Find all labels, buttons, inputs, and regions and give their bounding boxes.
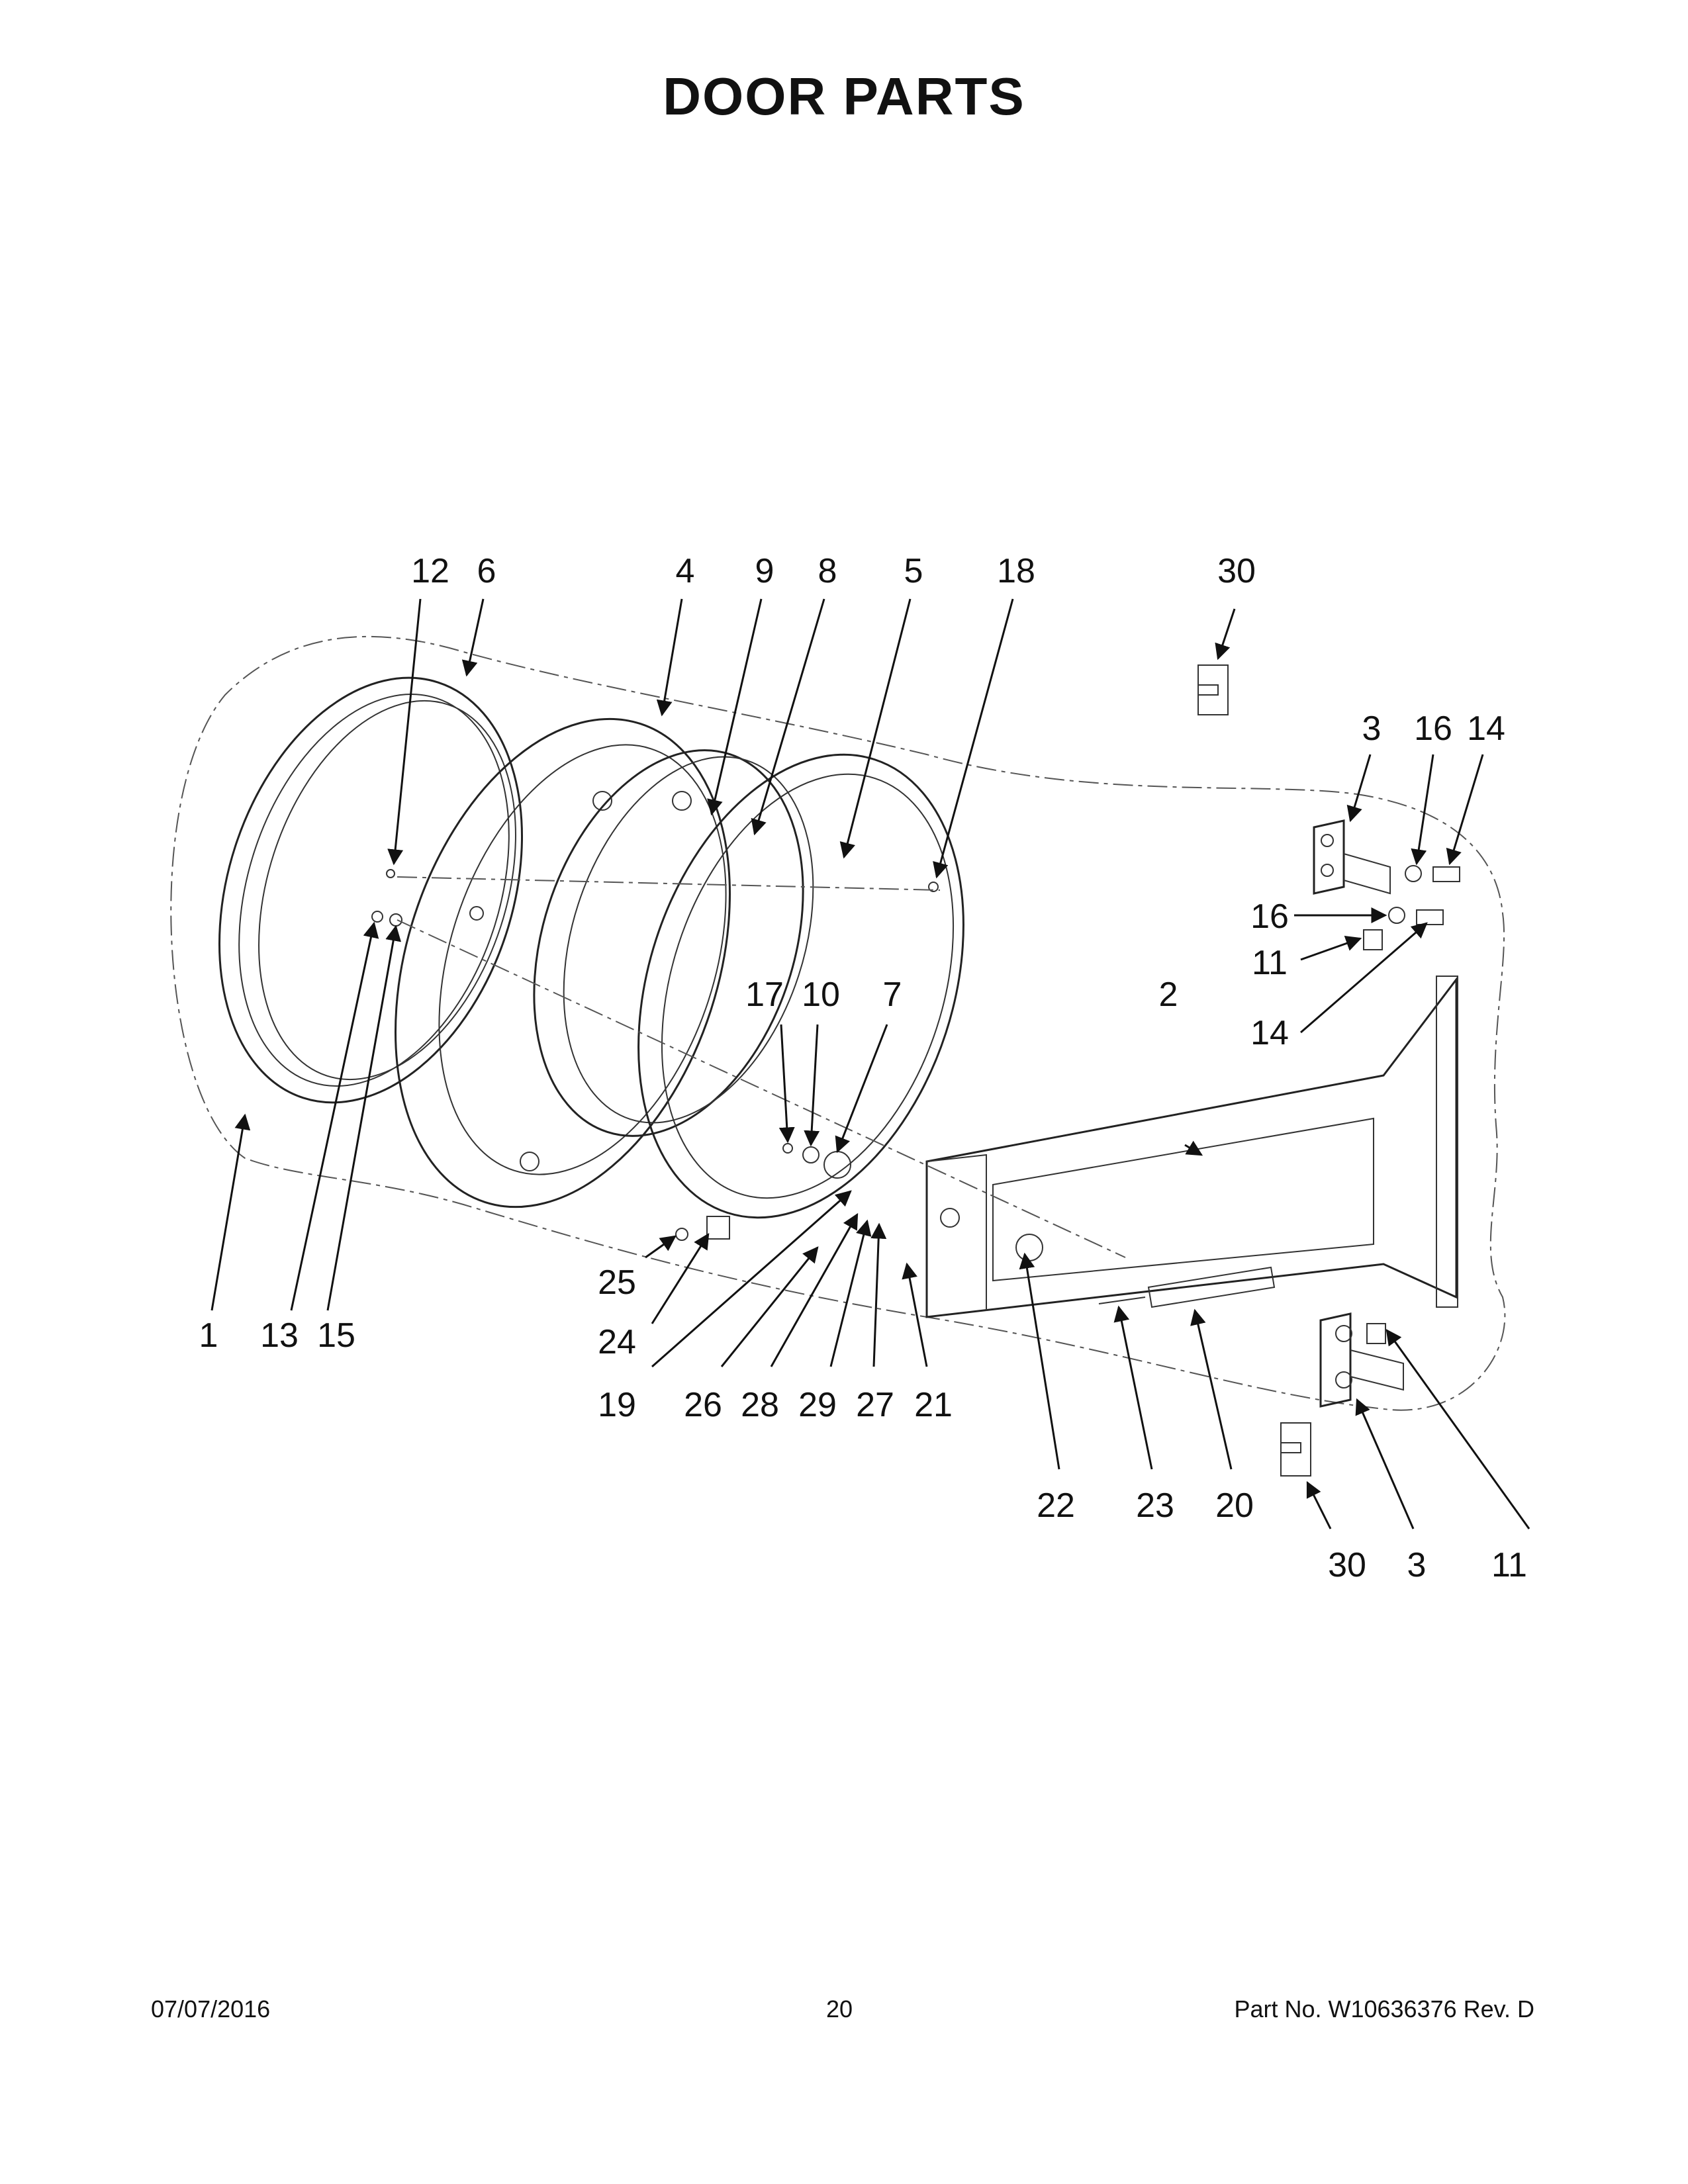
- part-23-strip: [1098, 1297, 1146, 1304]
- callout-14-lower: 14: [1250, 1014, 1289, 1052]
- part-30-clip-upper: [1197, 664, 1229, 715]
- part-7-cap: [823, 1151, 851, 1179]
- part-4-outer-ring: [395, 717, 731, 1208]
- part-22-plug: [1015, 1234, 1043, 1261]
- part-20-handle: [1147, 1266, 1276, 1308]
- part-17-screw: [782, 1143, 793, 1154]
- part-14-bolt-upper: [1432, 866, 1460, 882]
- part-5-trim-ring: [637, 753, 964, 1219]
- callout-13: 13: [260, 1316, 299, 1355]
- callout-30-upper: 30: [1217, 552, 1256, 590]
- footer-page-number: 20: [826, 1995, 853, 2023]
- part-3-hinge-lower: [1319, 1312, 1404, 1408]
- part-6-gasket: [218, 676, 523, 1104]
- callout-14-upper: 14: [1467, 709, 1505, 748]
- callout-22: 22: [1037, 1486, 1075, 1525]
- callout-17: 17: [745, 976, 784, 1014]
- callout-8: 8: [818, 552, 837, 590]
- part-15-washer: [389, 913, 402, 927]
- part-24-knob: [706, 1216, 730, 1240]
- callout-11-lower: 11: [1491, 1546, 1527, 1584]
- callout-20: 20: [1215, 1486, 1254, 1525]
- footer-part-number: Part No. W10636376 Rev. D: [1234, 1995, 1534, 2023]
- callout-16-lower: 16: [1250, 897, 1289, 936]
- part-8-inner-bowl: [533, 749, 814, 1137]
- callout-26: 26: [684, 1386, 722, 1424]
- callout-3-lower: 3: [1407, 1546, 1427, 1584]
- callout-10: 10: [802, 976, 840, 1014]
- callout-5: 5: [904, 552, 923, 590]
- part-16-washer-upper: [1405, 865, 1422, 882]
- callout-11-upper: 11: [1252, 944, 1288, 982]
- callout-28: 28: [741, 1386, 779, 1424]
- callout-21: 21: [914, 1386, 953, 1424]
- callout-6: 6: [477, 552, 496, 590]
- part-18-screw: [928, 882, 939, 892]
- callout-29: 29: [798, 1386, 837, 1424]
- callout-16-upper: 16: [1414, 709, 1452, 748]
- part-25-ring: [675, 1228, 688, 1241]
- callout-18: 18: [997, 552, 1035, 590]
- callout-9: 9: [755, 552, 774, 590]
- callout-12: 12: [411, 552, 449, 590]
- callout-23: 23: [1136, 1486, 1174, 1525]
- part-13-screw: [371, 911, 383, 923]
- part-3-hinge-upper: [1313, 819, 1391, 895]
- assembly-boundary: [170, 635, 1506, 1411]
- part-11-bushing-upper: [1363, 929, 1383, 950]
- callout-3-upper: 3: [1362, 709, 1382, 748]
- part-12-screw: [386, 869, 395, 878]
- callout-24: 24: [598, 1323, 636, 1361]
- part-14-bolt-lower: [1416, 909, 1444, 925]
- part-11-bushing-lower: [1366, 1323, 1386, 1344]
- callout-labels: 12 6 4 9 8 5 18 30 3 16 14 16 11 14 17 1…: [199, 552, 1527, 1584]
- footer-date: 07/07/2016: [151, 1995, 271, 2023]
- part-10-bushing: [802, 1146, 820, 1163]
- callout-30-lower: 30: [1328, 1546, 1366, 1584]
- leader-lines: [211, 598, 1530, 1529]
- callout-25: 25: [598, 1263, 636, 1302]
- callout-7: 7: [883, 976, 902, 1014]
- callout-1: 1: [199, 1316, 218, 1355]
- part-2-door-panel: [925, 976, 1458, 1318]
- callout-15: 15: [317, 1316, 355, 1355]
- part-30-clip-lower: [1280, 1422, 1311, 1477]
- page-title: DOOR PARTS: [663, 67, 1025, 126]
- callout-27: 27: [856, 1386, 894, 1424]
- part-16-washer-lower: [1388, 907, 1405, 924]
- callout-19: 19: [598, 1386, 636, 1424]
- callout-2: 2: [1159, 976, 1178, 1014]
- callout-4: 4: [676, 552, 695, 590]
